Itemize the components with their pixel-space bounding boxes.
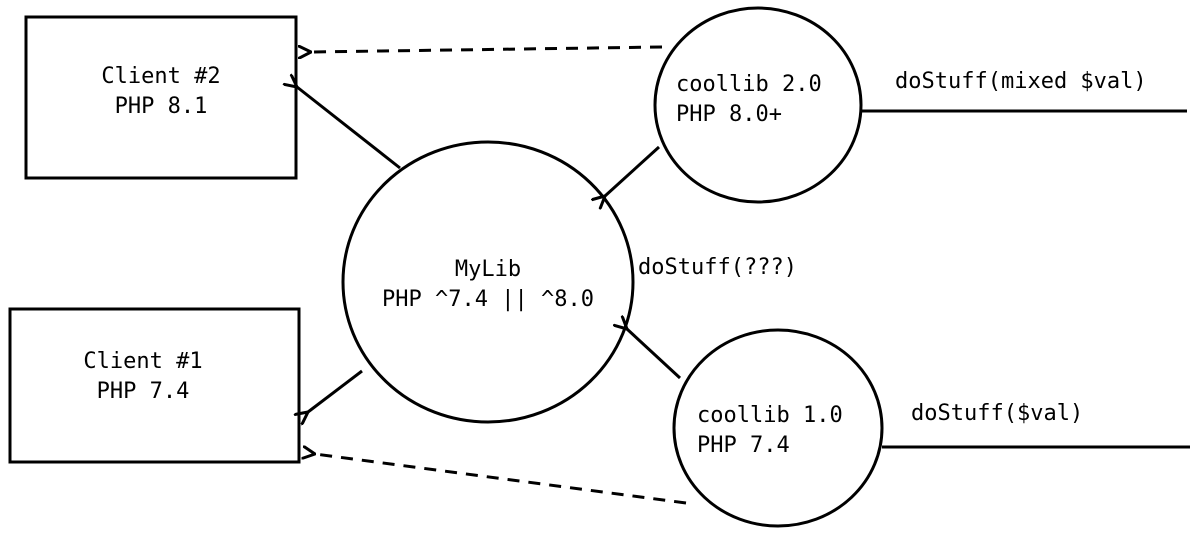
coollib-1-php-version: PHP 7.4 xyxy=(697,433,790,458)
dashed-arrow-coollib-1-to-client-1 xyxy=(315,454,687,505)
arrow-mylib-to-client-1 xyxy=(308,369,363,412)
coollib-1-label: coollib 1.0 PHP 7.4 xyxy=(697,401,843,461)
client-1-box xyxy=(8,307,301,464)
client-2-box xyxy=(24,15,298,180)
coollib-1-signature: doStuff($val) xyxy=(911,401,1084,426)
mylib-label: MyLib PHP ^7.4 || ^8.0 xyxy=(344,255,632,315)
mylib-name: MyLib xyxy=(454,257,522,282)
coollib-2-php-version: PHP 8.0+ xyxy=(676,102,782,127)
coollib-1-circle xyxy=(672,328,884,528)
arrow-mylib-to-client-2 xyxy=(297,87,401,170)
coollib-1-name: coollib 1.0 xyxy=(697,403,843,428)
coollib-2-signature: doStuff(mixed $val) xyxy=(895,69,1147,94)
client-2-name: Client #2 xyxy=(101,64,221,89)
coollib-2-name: coollib 2.0 xyxy=(676,72,822,97)
client-2-label: Client #2 PHP 8.1 xyxy=(26,62,296,122)
arrow-coollib-1-to-mylib xyxy=(627,329,682,380)
coollib-2-label: coollib 2.0 PHP 8.0+ xyxy=(676,70,822,130)
coollib-2-circle xyxy=(653,6,863,204)
mylib-circle xyxy=(341,140,635,424)
client-1-php-version: PHP 7.4 xyxy=(96,379,190,404)
arrow-coollib-2-to-mylib xyxy=(605,145,661,196)
mylib-signature: doStuff(???) xyxy=(638,255,797,280)
client-1-label: Client #1 PHP 7.4 xyxy=(10,347,276,407)
client-1-name: Client #1 xyxy=(83,349,203,374)
client-2-php-version: PHP 8.1 xyxy=(114,94,208,119)
mylib-php-version: PHP ^7.4 || ^8.0 xyxy=(382,287,594,312)
dashed-arrow-coollib-2-to-client-2 xyxy=(311,47,663,52)
